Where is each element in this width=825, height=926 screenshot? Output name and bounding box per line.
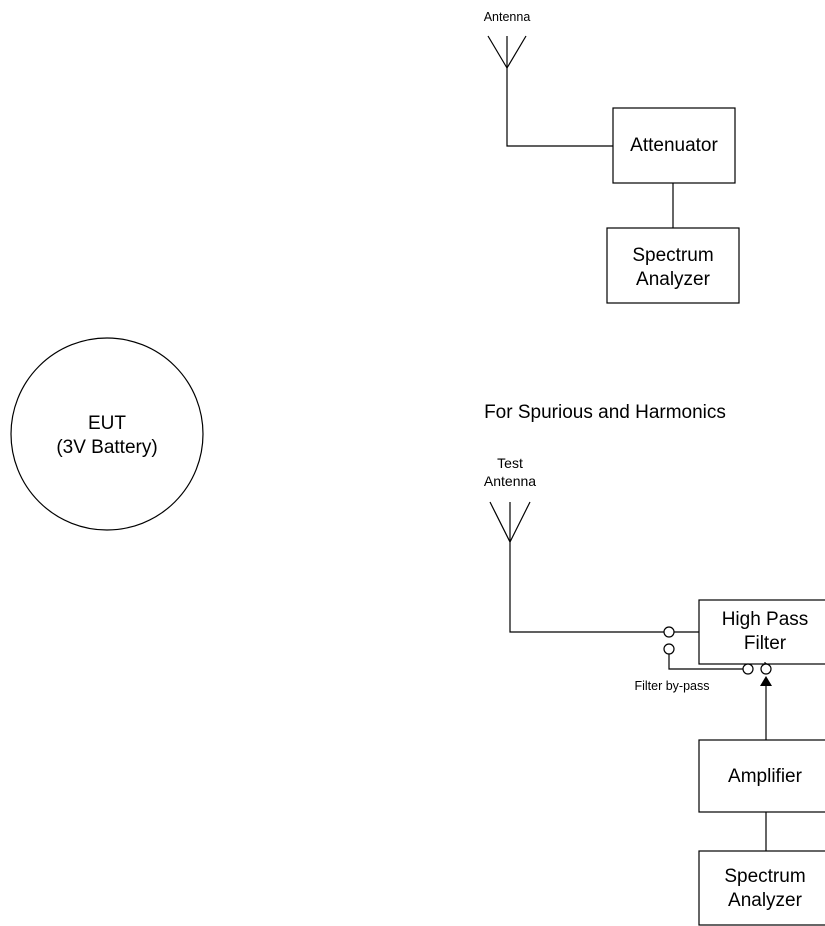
eut-line1: EUT: [88, 413, 126, 434]
analyzer-bottom-line1: Spectrum: [724, 866, 805, 887]
top-setup: Antenna Attenuator Spectrum Analyzer: [484, 10, 740, 304]
bypass-label: Filter by-pass: [634, 679, 709, 693]
analyzer-bottom-line2: Analyzer: [728, 890, 803, 911]
attenuator-block: Attenuator: [612, 107, 736, 184]
high-pass-filter-block: High Pass Filter: [698, 599, 825, 665]
section-title: For Spurious and Harmonics: [484, 402, 726, 423]
amplifier-label: Amplifier: [728, 766, 803, 787]
switch-contact-antenna: [663, 626, 675, 638]
eut-line2: (3V Battery): [56, 437, 157, 458]
test-antenna-line1: Test: [497, 455, 523, 471]
hpf-line1: High Pass: [722, 609, 809, 630]
bypass-cable: [668, 654, 743, 670]
antenna-cable: [506, 68, 613, 147]
antenna-icon: [487, 35, 527, 69]
switch-contact-filter-out: [760, 663, 772, 675]
eut-circle: [10, 337, 204, 531]
attenuator-label: Attenuator: [630, 135, 718, 156]
switch-arrow-icon: [760, 676, 772, 740]
analyzer-top-line2: Analyzer: [636, 269, 711, 290]
test-antenna-line2: Antenna: [484, 473, 536, 489]
bottom-setup: For Spurious and Harmonics Test Antenna …: [484, 402, 825, 926]
analyzer-top-line1: Spectrum: [632, 245, 713, 266]
switch-contacts: [663, 626, 699, 655]
eut-block: EUT (3V Battery): [10, 337, 204, 531]
hpf-line2: Filter: [744, 633, 787, 654]
spectrum-analyzer-top-block: Spectrum Analyzer: [606, 227, 740, 304]
switch-contact-bypass-out: [742, 663, 754, 675]
test-antenna-cable: [509, 542, 664, 633]
test-antenna-icon: [489, 501, 531, 543]
antenna-label: Antenna: [484, 10, 531, 24]
switch-contact-bypass-in: [663, 643, 675, 655]
spectrum-analyzer-bottom-block: Spectrum Analyzer: [698, 850, 825, 926]
amplifier-block: Amplifier: [698, 739, 825, 813]
